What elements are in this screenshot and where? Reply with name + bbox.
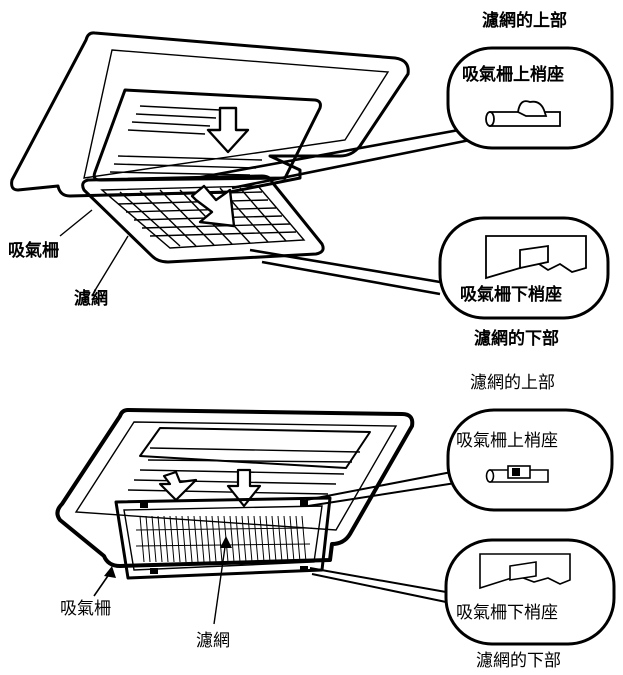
- top-filter-top-label: 濾網的上部: [482, 10, 567, 31]
- bottom-opening: [139, 427, 371, 469]
- top-filter-leader: [93, 235, 129, 293]
- bottom-filter-mesh: [135, 515, 313, 563]
- top-ceiling-panel: [10, 31, 410, 198]
- bottom-down-arrow: [226, 468, 262, 508]
- top-grille-bottom-seat-label: 吸氣柵下梢座: [460, 284, 562, 305]
- bottom-ceiling-inner: [74, 421, 398, 531]
- bottom-left-arrow: [158, 470, 198, 502]
- bottom-diagram: 濾網的上部 吸氣柵上梢座 吸氣柵 濾網 吸氣柵下梢座 濾網的下部: [55, 373, 616, 671]
- top-upper-pin-seat-illustration: [485, 100, 561, 127]
- top-lower-pin-seat-illustration: [485, 235, 587, 280]
- bottom-bottom-pin-left: [150, 568, 158, 574]
- bottom-lower-pin-seat-illustration: [479, 553, 571, 590]
- bottom-ceiling-panel: [55, 408, 415, 568]
- bottom-top-pin-right: [300, 500, 308, 506]
- bottom-intake-grille-inner: [123, 505, 323, 571]
- top-opening-slats: [109, 105, 263, 176]
- bottom-filter-label: 濾網: [196, 631, 230, 651]
- top-intake-grille-label: 吸氣柵: [8, 240, 59, 261]
- top-down-arrow: [206, 106, 250, 154]
- bottom-filter-bottom-label: 濾網的下部: [476, 651, 561, 671]
- bottom-top-pin-left: [140, 502, 148, 508]
- top-leader-upper: [195, 126, 471, 190]
- top-diagonal-arrow: [190, 184, 236, 228]
- bottom-leader-lower: [309, 567, 447, 603]
- bottom-bubble-upper: [446, 408, 614, 512]
- top-bubble-upper: [446, 46, 614, 150]
- bottom-filter-arrowhead: [220, 536, 232, 548]
- top-intake-grille-frame: [81, 174, 325, 264]
- bottom-grille-arrowhead: [104, 566, 116, 578]
- bottom-grille-bottom-seat-label: 吸氣柵下梢座: [456, 603, 558, 623]
- bottom-upper-pin-seat-illustration: [485, 465, 549, 483]
- bottom-filter-leader: [213, 539, 227, 625]
- top-grille-leader: [59, 209, 93, 237]
- bottom-bottom-pin-right: [300, 566, 308, 572]
- top-filter-label: 濾網: [74, 288, 108, 309]
- top-diagram: 濾網的上部 吸氣柵上梢座 吸氣柵 濾網 吸氣柵下梢座 濾網的下部: [8, 10, 614, 349]
- top-filter-bottom-label: 濾網的下部: [474, 328, 559, 349]
- bottom-leader-upper: [305, 469, 463, 507]
- bottom-intake-grille-label: 吸氣柵: [60, 599, 111, 619]
- top-grille-top-seat-label: 吸氣柵上梢座: [462, 64, 564, 85]
- bottom-filter-top-label: 濾網的上部: [470, 373, 555, 393]
- top-leader-lower: [249, 248, 441, 296]
- bottom-grille-top-seat-label: 吸氣柵上梢座: [456, 431, 558, 451]
- top-ceiling-inner: [83, 49, 390, 179]
- top-filter-mesh: [109, 187, 297, 247]
